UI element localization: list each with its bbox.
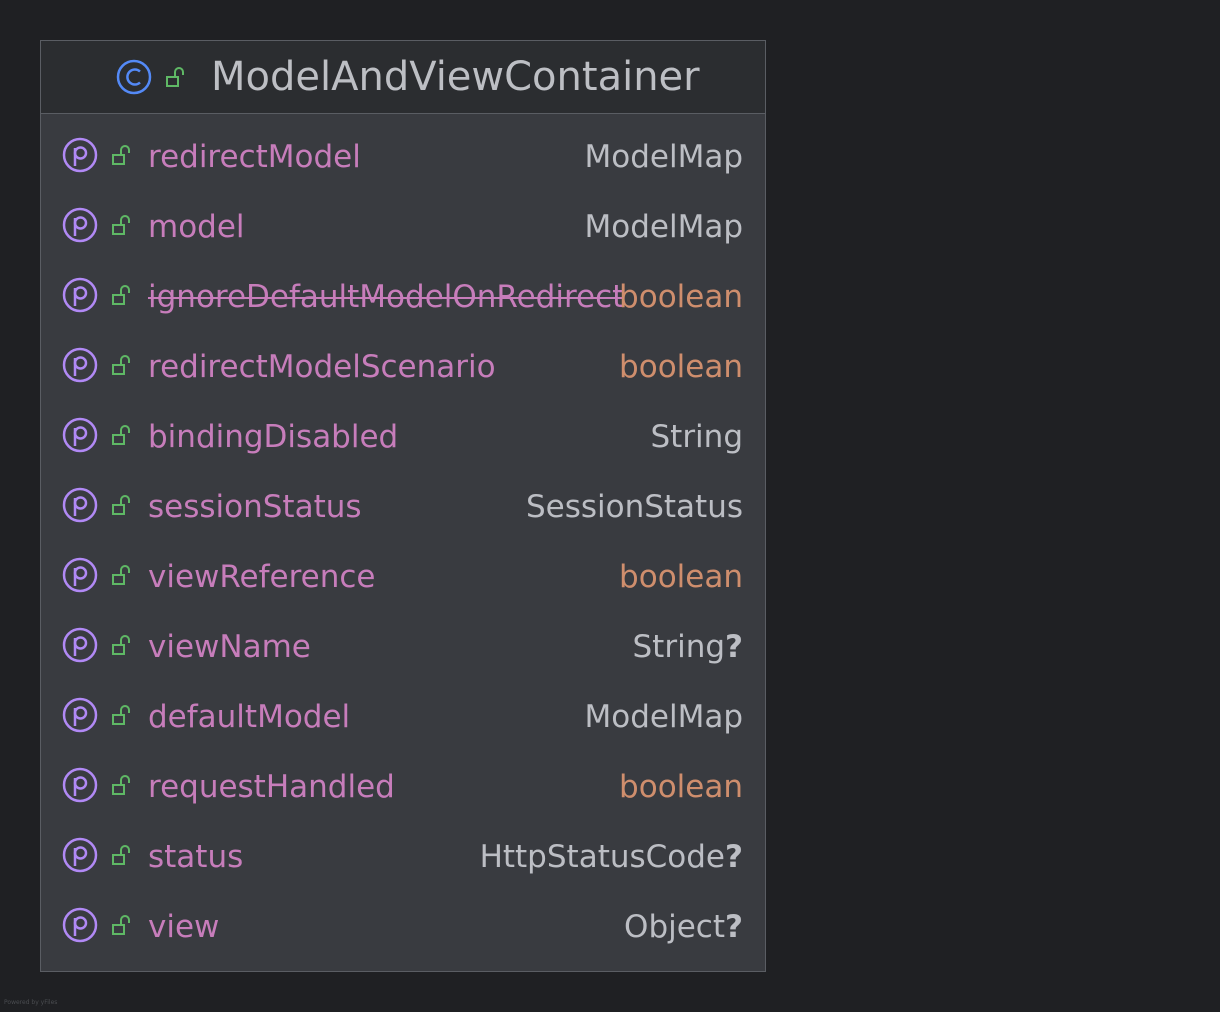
field-type: boolean: [619, 347, 743, 387]
field-name: viewReference: [148, 559, 376, 595]
nullable-marker: ?: [725, 629, 743, 665]
property-p-icon: [62, 627, 98, 663]
field-type: ModelMap: [585, 697, 744, 737]
field-type-label: SessionStatus: [525, 489, 743, 525]
field-type-label: ModelMap: [584, 139, 744, 175]
field-type: ModelMap: [585, 137, 744, 177]
field-type-label: ModelMap: [584, 209, 744, 245]
property-p-icon: [62, 417, 98, 453]
field-name: redirectModel: [148, 139, 361, 175]
property-p-icon: [62, 837, 98, 873]
field-type-label: HttpStatusCode: [479, 839, 726, 875]
field-type-label: ModelMap: [584, 699, 744, 735]
field-row[interactable]: viewName String?: [41, 615, 765, 685]
field-type-label: Object: [624, 909, 726, 945]
field-type: boolean: [619, 277, 743, 317]
field-type-label: boolean: [619, 769, 743, 805]
unlocked-public-icon: [112, 635, 130, 655]
unlocked-public-icon: [112, 705, 130, 725]
property-p-icon: [62, 907, 98, 943]
field-type: String: [650, 417, 743, 457]
unlocked-public-icon: [112, 355, 130, 375]
class-name: ModelAndViewContainer: [211, 54, 700, 100]
field-name: viewName: [148, 629, 311, 665]
unlocked-public-icon: [112, 495, 130, 515]
unlocked-public-icon: [112, 915, 130, 935]
unlocked-public-icon: [112, 775, 130, 795]
field-name: status: [148, 839, 244, 875]
field-row[interactable]: bindingDisabled String: [41, 405, 765, 475]
field-name: requestHandled: [148, 769, 395, 805]
unlocked-public-icon: [166, 67, 184, 87]
property-p-icon: [62, 277, 98, 313]
field-row[interactable]: status HttpStatusCode?: [41, 825, 765, 895]
property-p-icon: [62, 767, 98, 803]
nullable-marker: ?: [725, 909, 743, 945]
property-p-icon: [62, 697, 98, 733]
field-row[interactable]: sessionStatus SessionStatus: [41, 475, 765, 545]
unlocked-public-icon: [112, 425, 130, 445]
field-name: redirectModelScenario: [148, 349, 496, 385]
watermark: Powered by yFiles: [4, 999, 58, 1006]
field-type: boolean: [619, 557, 743, 597]
field-type-label: boolean: [619, 559, 743, 595]
unlocked-public-icon: [112, 145, 130, 165]
field-name: defaultModel: [148, 699, 351, 735]
field-type: String?: [633, 627, 744, 667]
unlocked-public-icon: [112, 565, 130, 585]
field-type: HttpStatusCode?: [480, 837, 743, 877]
property-p-icon: [62, 487, 98, 523]
field-type-label: boolean: [619, 279, 743, 315]
field-type: ModelMap: [585, 207, 744, 247]
field-row[interactable]: requestHandled boolean: [41, 755, 765, 825]
property-p-icon: [62, 557, 98, 593]
class-c-icon: [116, 59, 152, 95]
field-name: view: [148, 909, 220, 945]
property-p-icon: [62, 347, 98, 383]
field-name: model: [148, 209, 245, 245]
field-type: SessionStatus: [526, 487, 743, 527]
field-name: bindingDisabled: [148, 419, 399, 455]
unlocked-public-icon: [112, 215, 130, 235]
class-header: ModelAndViewContainer: [41, 41, 765, 114]
unlocked-public-icon: [112, 845, 130, 865]
field-type-label: boolean: [619, 349, 743, 385]
field-type-label: String: [632, 629, 726, 665]
field-type-label: String: [650, 419, 743, 455]
field-type: Object?: [624, 907, 743, 947]
property-p-icon: [62, 207, 98, 243]
field-type: boolean: [619, 767, 743, 807]
field-row[interactable]: redirectModelScenario boolean: [41, 335, 765, 405]
field-name: ignoreDefaultModelOnRedirect: [148, 279, 625, 315]
nullable-marker: ?: [725, 839, 743, 875]
field-name: sessionStatus: [148, 489, 362, 525]
field-row[interactable]: defaultModel ModelMap: [41, 685, 765, 755]
unlocked-public-icon: [112, 285, 130, 305]
field-row[interactable]: viewReference boolean: [41, 545, 765, 615]
field-row[interactable]: redirectModel ModelMap: [41, 125, 765, 195]
field-row[interactable]: model ModelMap: [41, 195, 765, 265]
field-row[interactable]: view Object?: [41, 895, 765, 965]
property-p-icon: [62, 137, 98, 173]
